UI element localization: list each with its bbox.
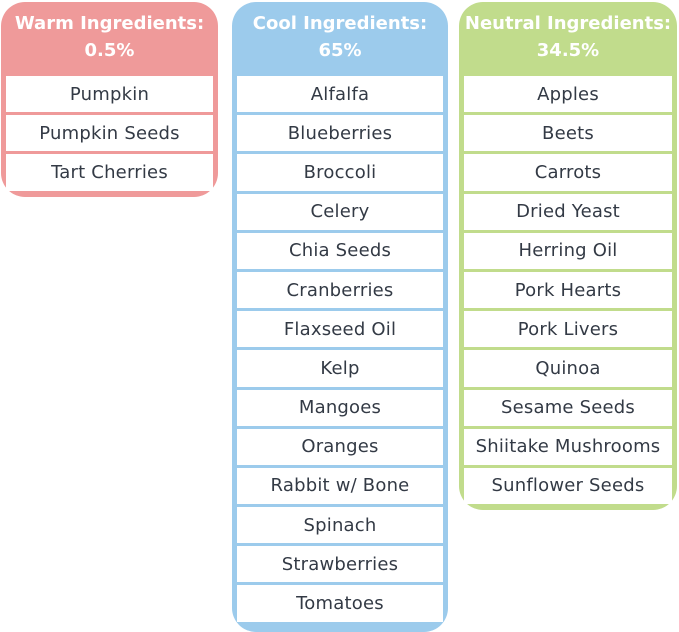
- ingredient-item: Pork Livers: [464, 311, 672, 350]
- ingredient-item: Pumpkin Seeds: [6, 115, 213, 154]
- ingredient-item: Beets: [464, 115, 672, 154]
- ingredient-item: Celery: [237, 193, 443, 233]
- ingredient-item: Sesame Seeds: [464, 389, 672, 429]
- cool-ingredients-header: Cool Ingredients: 65%: [232, 2, 448, 76]
- ingredient-item: Rabbit w/ Bone: [237, 467, 443, 507]
- warm-ingredients-percent: 0.5%: [84, 40, 135, 61]
- ingredient-item: Carrots: [464, 154, 672, 193]
- ingredient-item: Broccoli: [237, 154, 443, 193]
- ingredient-item: Kelp: [237, 350, 443, 389]
- ingredient-item: Dried Yeast: [464, 193, 672, 233]
- ingredient-item: Pumpkin: [6, 76, 213, 115]
- ingredient-item: Strawberries: [237, 546, 443, 585]
- ingredient-item: Apples: [464, 76, 672, 115]
- ingredient-item: Sunflower Seeds: [464, 467, 672, 507]
- ingredient-item: Shiitake Mushrooms: [464, 428, 672, 468]
- cool-ingredients-percent: 65%: [318, 40, 362, 61]
- ingredient-item: Spinach: [237, 507, 443, 546]
- ingredient-item: Herring Oil: [464, 232, 672, 272]
- warm-ingredients-header: Warm Ingredients: 0.5%: [1, 2, 218, 76]
- ingredient-item: Pork Hearts: [464, 271, 672, 311]
- ingredient-item: Quinoa: [464, 350, 672, 389]
- neutral-ingredients-header: Neutral Ingredients: 34.5%: [459, 2, 677, 76]
- cool-ingredients-title: Cool Ingredients:: [252, 13, 428, 34]
- warm-ingredients-title: Warm Ingredients:: [14, 13, 205, 34]
- ingredient-item: Flaxseed Oil: [237, 311, 443, 350]
- ingredient-item: Chia Seeds: [237, 232, 443, 272]
- ingredient-item: Tart Cherries: [6, 154, 213, 193]
- ingredient-item: Mangoes: [237, 389, 443, 429]
- neutral-ingredients-title: Neutral Ingredients:: [464, 13, 672, 34]
- neutral-ingredients-percent: 34.5%: [536, 40, 600, 61]
- ingredient-item: Cranberries: [237, 271, 443, 311]
- ingredient-item: Oranges: [237, 428, 443, 468]
- ingredient-item: Tomatoes: [237, 585, 443, 624]
- ingredient-item: Alfalfa: [237, 76, 443, 115]
- ingredient-item: Blueberries: [237, 115, 443, 154]
